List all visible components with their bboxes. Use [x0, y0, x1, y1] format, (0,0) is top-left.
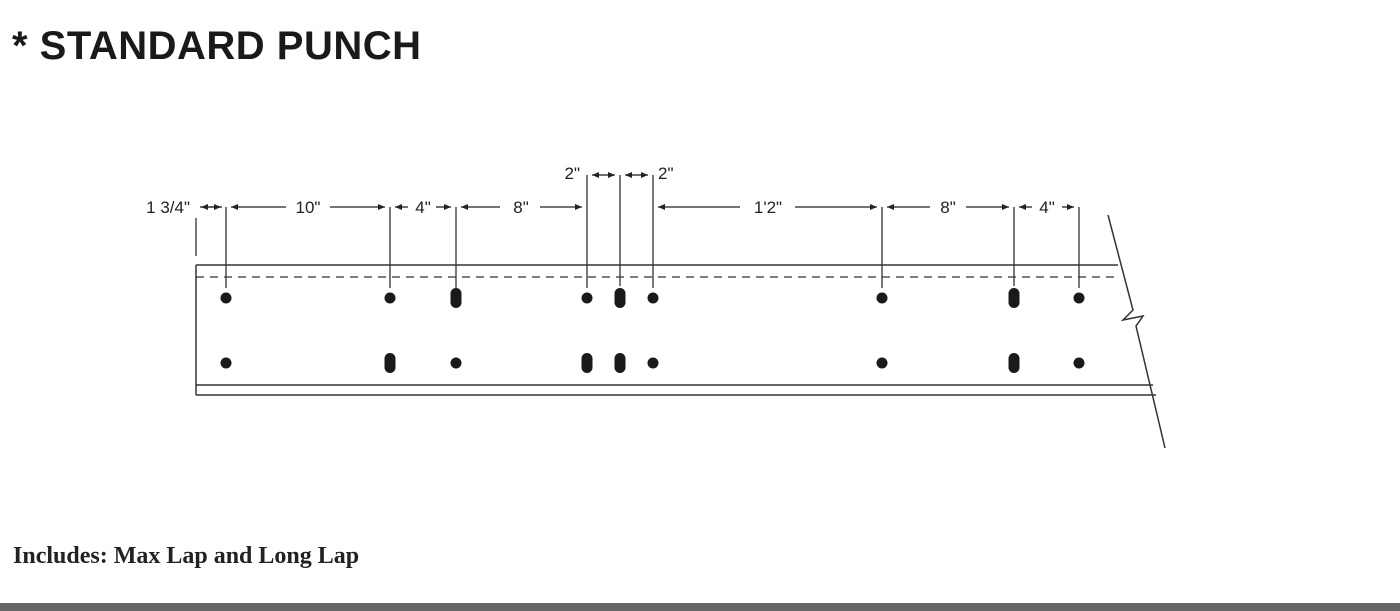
hole: [1073, 357, 1085, 369]
diagram-title: * STANDARD PUNCH: [12, 24, 422, 68]
hole: [876, 357, 888, 369]
holes-bottom-row: [220, 353, 1085, 373]
beam: [195, 264, 1156, 396]
dim-label-6: 2": [658, 164, 674, 183]
slot-hole: [614, 353, 626, 373]
bottom-divider: [0, 603, 1400, 611]
hole: [384, 292, 396, 304]
dim-label-1: 1 3/4": [146, 198, 190, 217]
holes-top-row: [220, 288, 1085, 308]
break-line: [1107, 214, 1166, 449]
hole: [581, 292, 593, 304]
dim-label-8: 8": [940, 198, 956, 217]
includes-note: Includes: Max Lap and Long Lap: [13, 543, 360, 569]
slot-hole: [450, 288, 462, 308]
slot-hole: [1008, 353, 1020, 373]
dim-label-2: 10": [296, 198, 321, 217]
hole: [220, 292, 232, 304]
dim-label-5: 2": [565, 164, 581, 183]
hole: [1073, 292, 1085, 304]
extension-lines: [195, 175, 1080, 288]
dimension-lines: [200, 172, 1074, 210]
slot-hole: [1008, 288, 1020, 308]
hole: [647, 292, 659, 304]
slot-hole: [384, 353, 396, 373]
dim-label-9: 4": [1039, 198, 1055, 217]
hole: [450, 357, 462, 369]
dim-label-3: 4": [415, 198, 431, 217]
dim-label-4: 8": [513, 198, 529, 217]
slot-hole: [614, 288, 626, 308]
hole: [647, 357, 659, 369]
slot-hole: [581, 353, 593, 373]
dim-label-7: 1'2": [754, 198, 782, 217]
hole: [876, 292, 888, 304]
hole: [220, 357, 232, 369]
